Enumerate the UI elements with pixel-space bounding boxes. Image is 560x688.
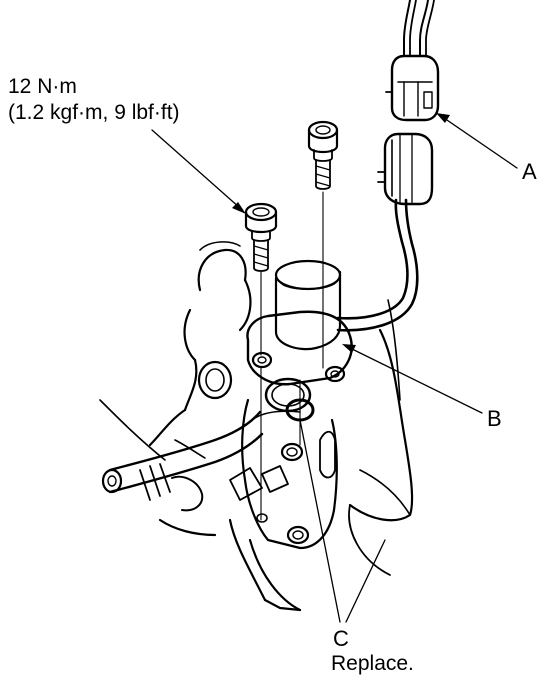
callout-c-note: Replace. [331, 652, 414, 675]
connector-a [386, 56, 438, 120]
o-ring-c [287, 400, 313, 420]
torque-spec-label: 12 N·m (1.2 kgf·m, 9 lbf·ft) [8, 74, 180, 126]
connector-harness [378, 134, 432, 204]
wires [404, 0, 434, 56]
leader-lines [152, 113, 517, 622]
hose [103, 412, 262, 510]
harness [338, 200, 417, 330]
callout-a: A [522, 159, 537, 184]
bolt-left [246, 204, 276, 271]
callout-b: B [487, 406, 502, 431]
bolt-centerlines [261, 192, 323, 520]
bolt-right [309, 122, 337, 189]
callout-c: C [333, 626, 349, 651]
torque-spec-imperial: (1.2 kgf·m, 9 lbf·ft) [8, 101, 180, 124]
torque-spec-metric: 12 N·m [8, 75, 77, 98]
engine-block [100, 242, 412, 610]
